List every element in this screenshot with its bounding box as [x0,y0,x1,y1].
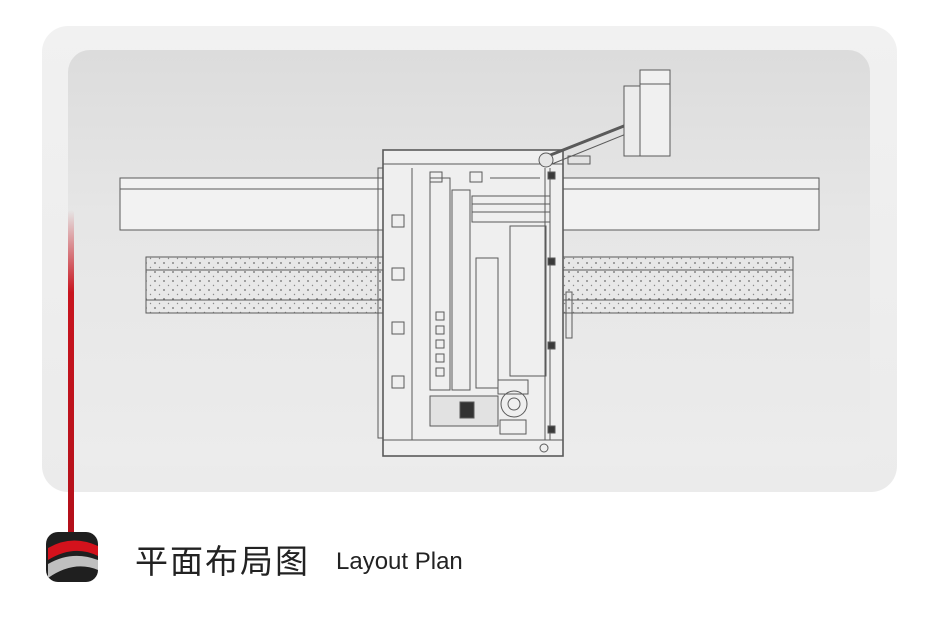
caption-row: 平面布局图 Layout Plan [135,534,463,584]
brand-mark-icon [46,532,98,582]
beam-left [119,177,385,231]
beam-right [559,177,820,231]
table-strip-right [559,256,794,314]
caption-title-en: Layout Plan [336,548,463,575]
accent-red-line [68,210,74,540]
caption-title-zh: 平面布局图 [135,542,310,581]
table-strip-left [145,256,385,314]
